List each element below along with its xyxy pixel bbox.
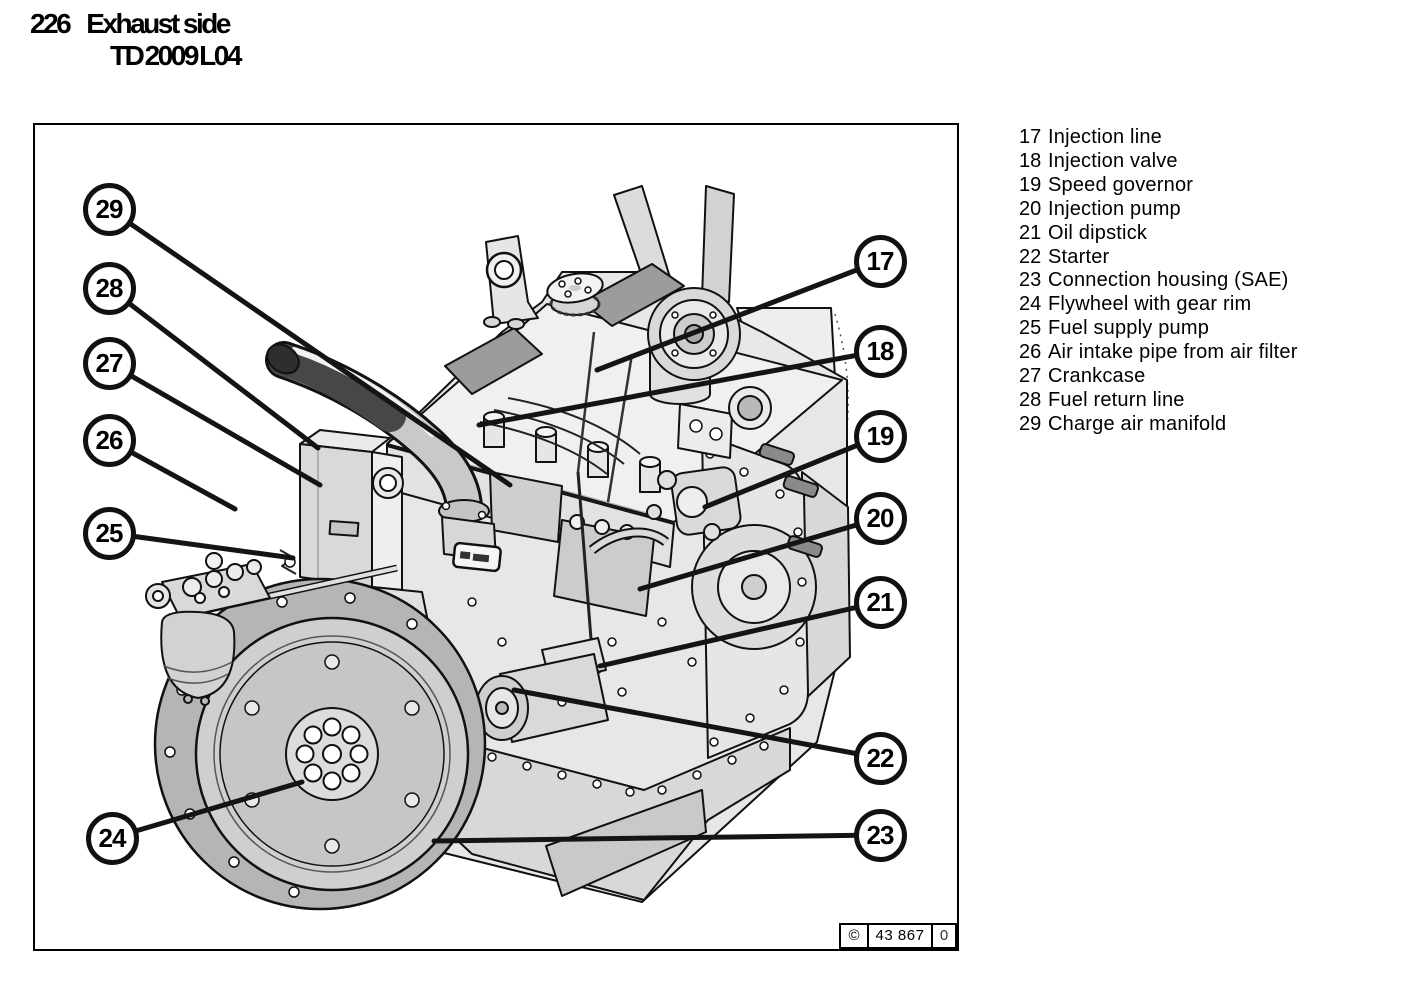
speed-governor: [646, 466, 742, 541]
callout-badge-23: 23: [853, 808, 907, 862]
legend-label: Charge air manifold: [1048, 412, 1227, 435]
legend-label: Injection pump: [1048, 197, 1181, 220]
legend-number: 19: [1019, 173, 1042, 196]
callout-badge-25: 25: [82, 506, 136, 560]
legend-item: 24 Flywheel with gear rim: [1019, 293, 1409, 317]
legend-number: 28: [1019, 388, 1042, 411]
callout-badge-18: 18: [853, 324, 907, 378]
type-plate: [452, 541, 502, 573]
legend-item: 23 Connection housing (SAE): [1019, 269, 1409, 293]
injection-lines: [479, 331, 641, 503]
legend-number: 17: [1019, 126, 1042, 148]
legend-item: 18 Injection valve: [1019, 150, 1409, 174]
figure-stamp: © 43 867 0: [839, 923, 957, 949]
callout-badge-24: 24: [85, 811, 139, 865]
injection-pump: [553, 514, 670, 617]
legend-item: 26 Air intake pipe from air filter: [1019, 341, 1409, 365]
legend-list: 17 Injection line 18 Injection valve 19 Speed…: [1019, 126, 1409, 437]
leader-line-18: [476, 348, 883, 428]
legend-number: 20: [1019, 197, 1042, 220]
page-title: Exhaust side: [86, 8, 231, 39]
legend-number: 18: [1019, 149, 1042, 172]
callout-badge-29: 29: [82, 182, 136, 236]
legend-label: Fuel supply pump: [1048, 317, 1210, 340]
figure-number: 43 867: [867, 925, 931, 947]
engine-line-art: [106, 185, 883, 911]
legend-label: Injection line: [1048, 126, 1162, 148]
copyright-icon: ©: [848, 927, 860, 944]
legend-item: 27 Crankcase: [1019, 365, 1409, 389]
legend-number: 23: [1019, 269, 1042, 292]
callout-badge-21: 21: [853, 575, 907, 629]
leader-line-22: [511, 687, 883, 761]
legend-label: Speed governor: [1048, 173, 1194, 196]
leader-line-21: [597, 599, 883, 669]
mounting-studs: [758, 443, 823, 558]
block-bolts: [467, 597, 697, 707]
legend-item: 22 Starter: [1019, 246, 1409, 270]
legend-item: 25 Fuel supply pump: [1019, 317, 1409, 341]
legend-item: 19 Speed governor: [1019, 174, 1409, 198]
fuel-supply-pump: [145, 549, 398, 706]
callout-badge-22: 22: [853, 731, 907, 785]
legend-label: Connection housing (SAE): [1048, 269, 1289, 292]
flywheel: [153, 577, 487, 911]
engine-model: TD 2009 L04: [110, 40, 242, 71]
figure-revision: 0: [931, 925, 955, 947]
oil-pan: [405, 727, 791, 901]
legend-item: 28 Fuel return line: [1019, 389, 1409, 413]
section-number: 226: [30, 8, 72, 39]
legend-item: 21 Oil dipstick: [1019, 222, 1409, 246]
timing-gear-case: [677, 386, 851, 759]
fuel-filter-canister: [160, 610, 236, 699]
leader-line-28: [106, 285, 321, 451]
leader-line-29: [106, 206, 513, 488]
valve-cover-panel-left: [444, 327, 543, 395]
figure-frame: 17 18 19 20 21 22 23 24 25 26 27 28 29 © 43 867 0: [33, 123, 959, 951]
flywheel-hub-bolts: [295, 717, 369, 791]
legend-label: Starter: [1048, 245, 1110, 268]
valve-cover-panel-right: [581, 263, 685, 327]
leader-line-17: [594, 258, 883, 373]
legend-item: 17 Injection line: [1019, 126, 1409, 150]
page-header: 226 Exhaust side TD 2009 L04: [30, 8, 242, 72]
legend-label: Crankcase: [1048, 365, 1146, 388]
callout-badge-28: 28: [82, 261, 136, 315]
legend-item: 29 Charge air manifold: [1019, 413, 1409, 437]
legend-number: 27: [1019, 365, 1042, 388]
parts-legend: 17 Injection line 18 Injection valve 19 Speed…: [1019, 126, 1409, 437]
legend-label: Flywheel with gear rim: [1048, 293, 1252, 316]
leader-line-19: [702, 433, 883, 510]
leader-lines: [106, 206, 883, 844]
callout-badge-26: 26: [82, 413, 136, 467]
legend-number: 24: [1019, 293, 1042, 316]
leader-line-20: [637, 515, 883, 592]
legend-item: 20 Injection pump: [1019, 198, 1409, 222]
legend-number: 21: [1019, 221, 1042, 244]
callout-badge-17: 17: [853, 234, 907, 288]
legend-label: Injection valve: [1048, 149, 1178, 172]
legend-number: 29: [1019, 412, 1042, 435]
legend-number: 22: [1019, 245, 1042, 268]
legend-label: Oil dipstick: [1048, 221, 1148, 244]
legend-label: Air intake pipe from air filter: [1048, 341, 1298, 364]
lifting-eye-bracket: [483, 235, 539, 330]
oil-filler-cap: [546, 272, 604, 317]
callout-badge-20: 20: [853, 491, 907, 545]
callout-badge-19: 19: [853, 409, 907, 463]
leader-line-27: [106, 360, 323, 488]
callout-badge-27: 27: [82, 336, 136, 390]
legend-label: Fuel return line: [1048, 388, 1185, 411]
legend-number: 25: [1019, 317, 1042, 340]
legend-number: 26: [1019, 341, 1042, 364]
leader-line-23: [431, 832, 883, 844]
leader-line-25: [106, 530, 296, 561]
leader-line-24: [109, 779, 305, 841]
